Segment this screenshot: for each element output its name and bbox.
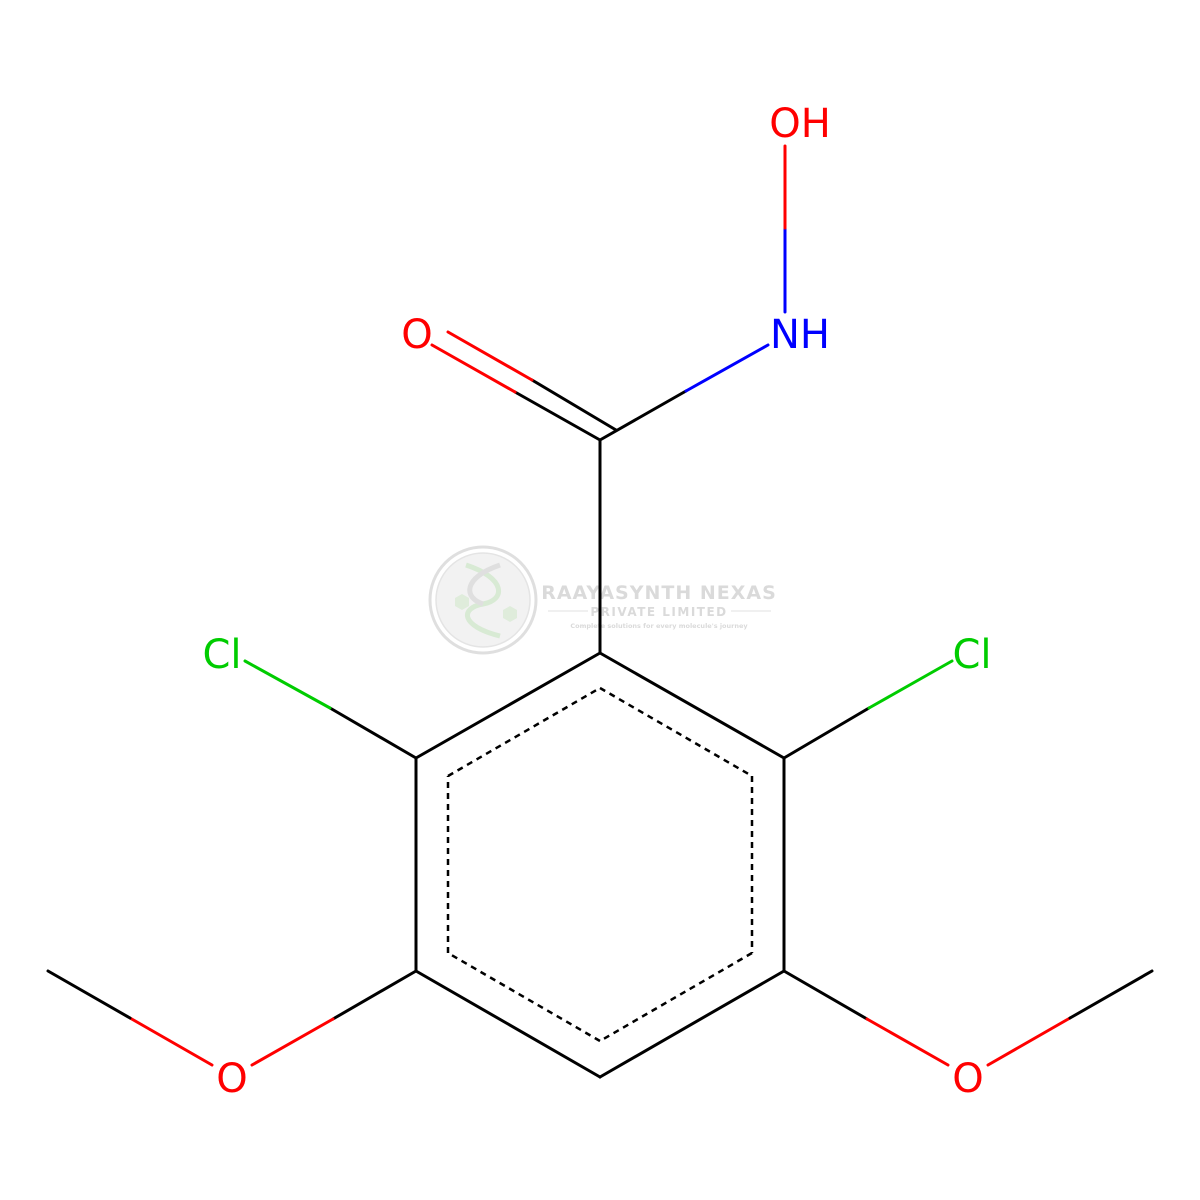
bond-chlorine-right-cl — [867, 659, 954, 710]
bond-carbonyl-double-a — [513, 390, 602, 442]
watermark-subtitle: PRIVATE LIMITED — [590, 605, 727, 619]
bond-methoxy-left-ring-o — [250, 1017, 335, 1067]
bond-methoxy-right-ring — [782, 969, 869, 1021]
bond-methoxy-left-methyl-o — [128, 1016, 214, 1067]
aromatic-bond — [447, 686, 601, 778]
atom-label-methoxy-oxygen-left: O — [216, 1056, 247, 1102]
atom-label-methoxy-oxygen-right: O — [952, 1056, 983, 1102]
bond-methoxy-left-methyl — [46, 969, 132, 1020]
bond-carbonyl-double-b-o — [446, 330, 534, 382]
ring-bond — [598, 969, 786, 1079]
watermark-logo-icon — [428, 545, 538, 655]
ring-bond — [414, 969, 602, 1079]
bond-chlorine-left-c — [328, 706, 418, 760]
benzene-ring — [414, 651, 786, 1079]
atom-label-chlorine-left: Cl — [202, 632, 241, 678]
atom-label-chlorine-right: Cl — [952, 632, 991, 678]
bond-methoxy-right-ring-o — [865, 1017, 950, 1067]
substituent-bonds — [46, 144, 1154, 1067]
bond-chlorine-right-c — [782, 706, 871, 760]
aromatic-bond — [599, 951, 753, 1043]
watermark: RAAYASYNTH NEXAS PRIVATE LIMITED Complet… — [428, 545, 777, 655]
watermark-title: RAAYASYNTH NEXAS — [541, 582, 777, 604]
bond-carbonyl-double-b — [530, 378, 618, 432]
aromatic-bond — [447, 951, 601, 1043]
watermark-tagline: Complete solutions for every molecule's … — [570, 622, 748, 630]
atom-labels: OH NH O Cl Cl O O — [202, 101, 991, 1102]
ring-bond — [414, 651, 602, 760]
bond-methoxy-right-methyl-o — [986, 1016, 1072, 1067]
bond-carbonyl-double-a-o — [430, 343, 517, 394]
bond-chlorine-left-cl — [243, 659, 332, 710]
atom-label-hydroxyl: OH — [769, 101, 831, 147]
atom-label-amine: NH — [770, 312, 830, 358]
aromatic-inner-ring — [446, 686, 754, 1043]
atom-label-carbonyl-oxygen: O — [401, 312, 432, 358]
bond-methoxy-left-ring — [331, 969, 418, 1021]
bond-carbonyl-nitrogen-n — [684, 343, 770, 393]
bond-carbonyl-nitrogen — [598, 389, 688, 442]
aromatic-bond — [599, 686, 753, 778]
ring-bond — [598, 651, 786, 760]
bond-methoxy-right-methyl — [1068, 969, 1154, 1020]
